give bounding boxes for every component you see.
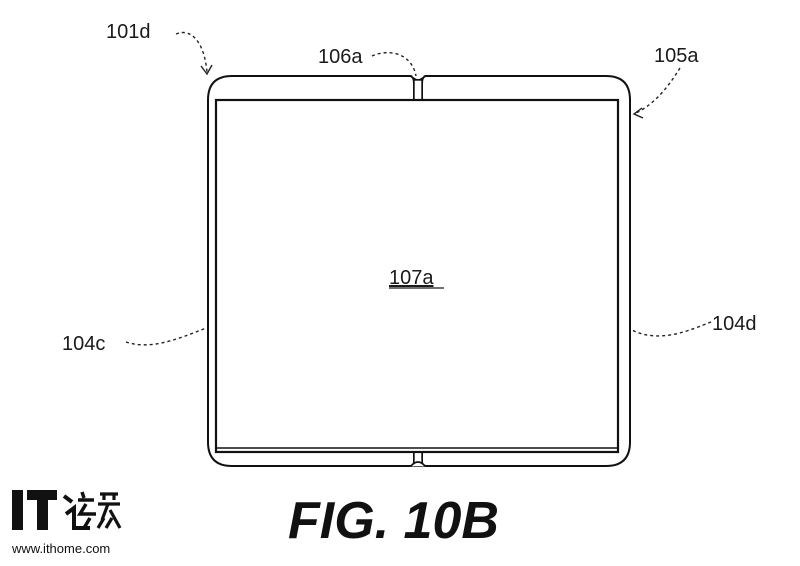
label-101d: 101d bbox=[106, 21, 151, 43]
label-106a: 106a bbox=[318, 46, 363, 68]
label-105a: 105a bbox=[654, 45, 699, 67]
leader-101d bbox=[175, 31, 208, 73]
watermark-url: www.ithome.com bbox=[11, 541, 110, 556]
leader-105a bbox=[633, 67, 681, 115]
display-area bbox=[214, 98, 620, 454]
leader-101d-arrow bbox=[200, 64, 213, 76]
leader-105a-arrow bbox=[632, 107, 644, 119]
label-104d: 104d bbox=[712, 313, 757, 335]
leader-104d bbox=[631, 321, 712, 337]
label-104c: 104c bbox=[62, 333, 105, 355]
label-107a: 107a bbox=[389, 267, 434, 289]
ithome-logo bbox=[12, 490, 122, 530]
hinge-notch-bottom bbox=[410, 461, 426, 467]
leader-104c bbox=[125, 327, 207, 346]
figure-caption: FIG. 10B bbox=[288, 492, 499, 550]
hinge-gap-top bbox=[413, 79, 423, 101]
leader-106a bbox=[371, 52, 417, 77]
